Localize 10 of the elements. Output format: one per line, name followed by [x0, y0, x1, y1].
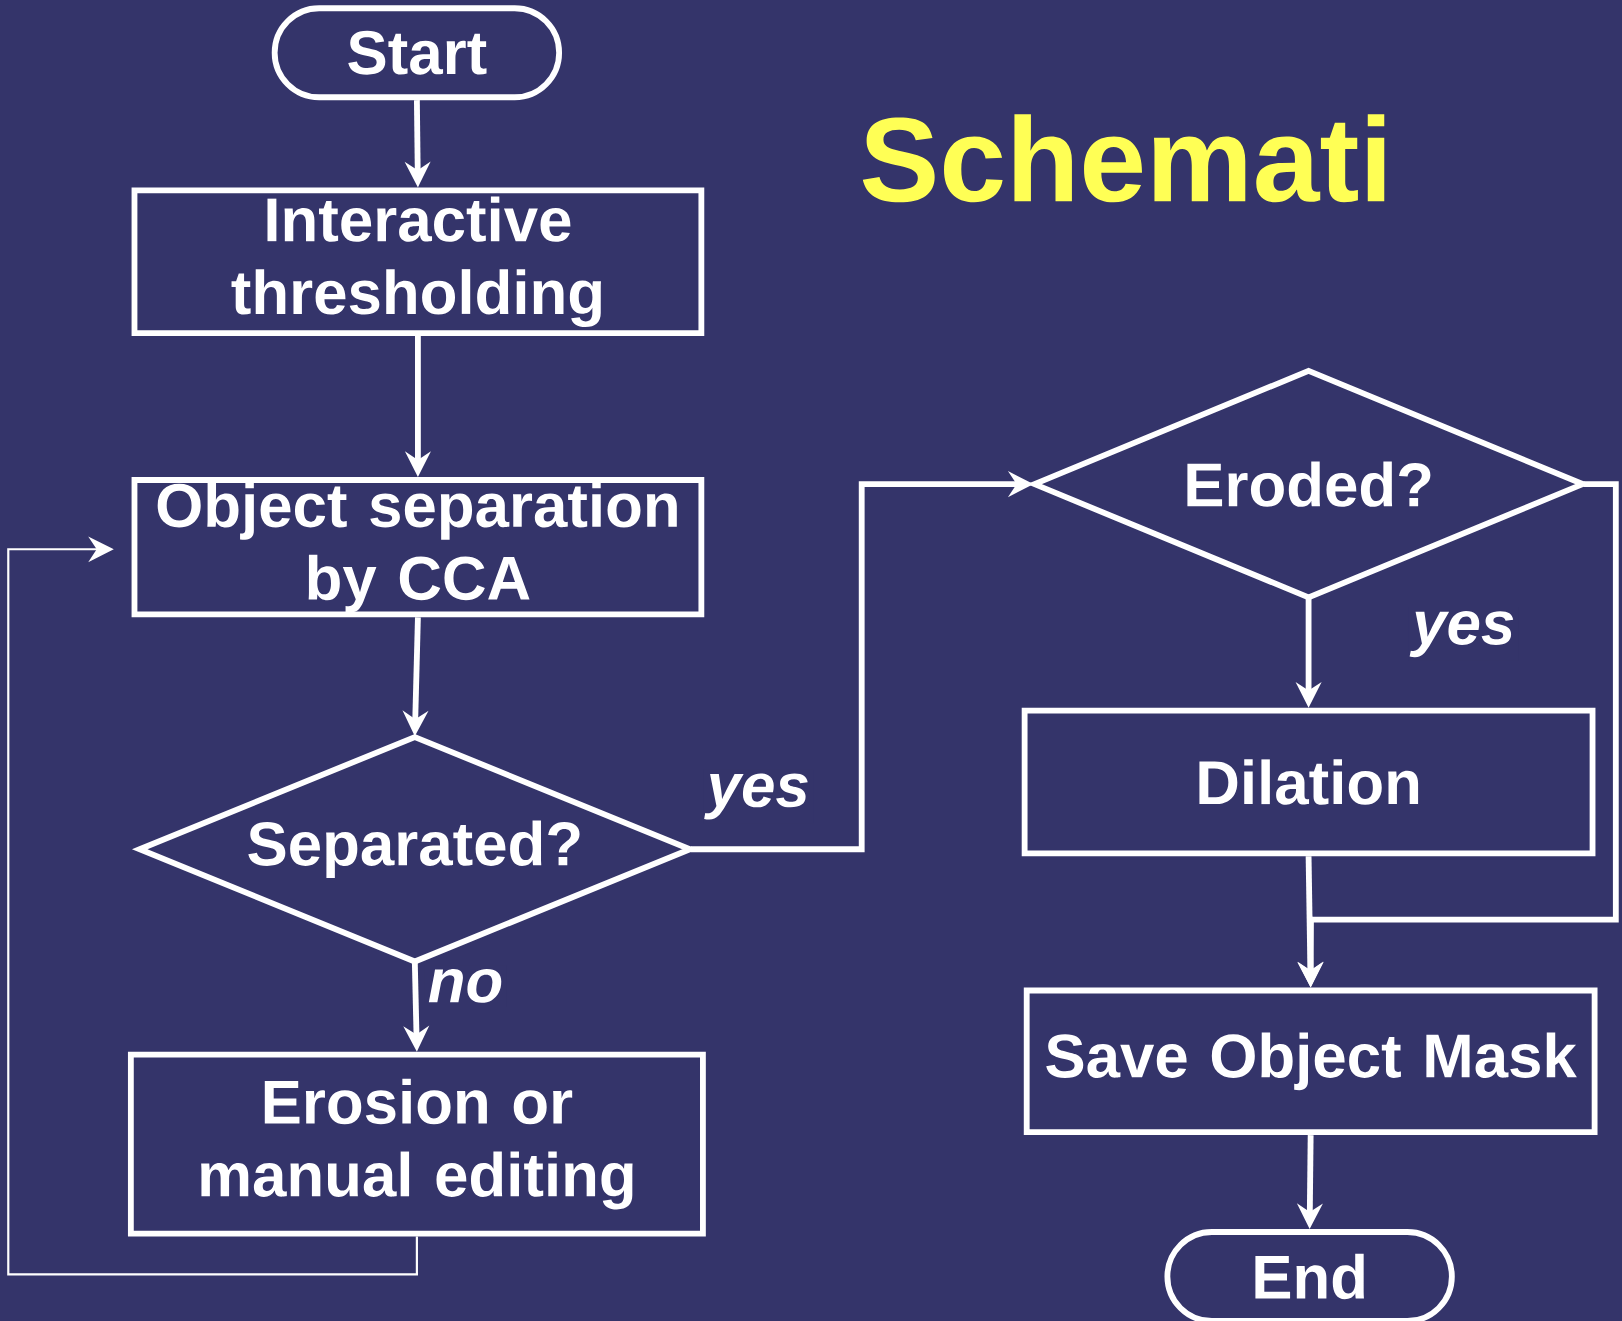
- arrow: [7, 536, 418, 1276]
- process-box: Save Object Mask: [1023, 987, 1598, 1136]
- process-box: Erosion or manual editing: [127, 1051, 706, 1237]
- edge-label: yes: [703, 769, 814, 824]
- title: Schemati: [862, 114, 1385, 203]
- process-box: Object separation by CCA: [131, 477, 705, 618]
- edge-label: yes: [1408, 607, 1519, 661]
- edge-label: no: [424, 965, 507, 1007]
- process-box: Interactive thresholding: [131, 187, 705, 336]
- process-box: Dilation: [1021, 707, 1596, 857]
